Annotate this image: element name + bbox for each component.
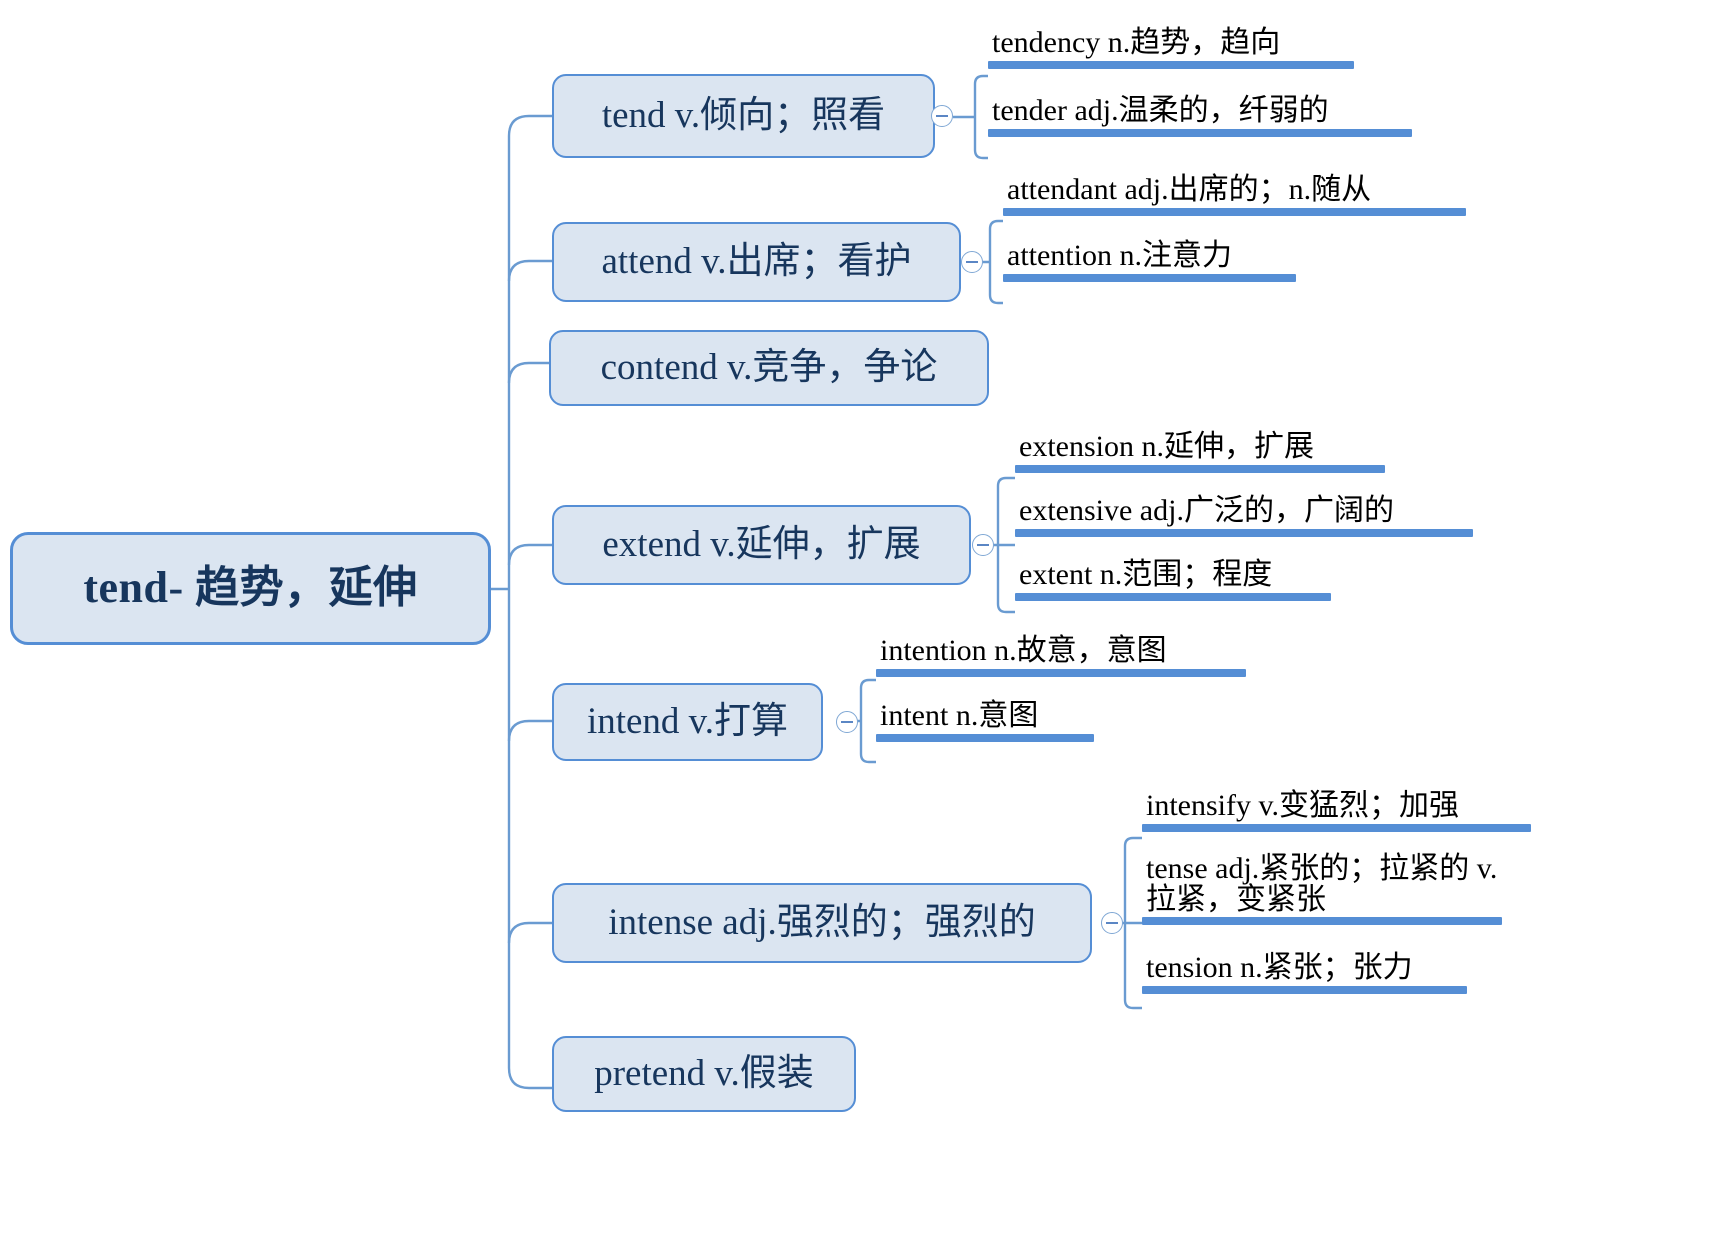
branch-node-intend-label: intend v.打算	[586, 700, 789, 742]
collapse-minus-icon-tend[interactable]	[931, 105, 953, 127]
leaf-underline-bar	[1003, 207, 1466, 216]
leaf-item-intent[interactable]: intent n.意图	[876, 700, 1094, 742]
leaf-item-tender-label: tender adj.温柔的，纤弱的	[992, 94, 1329, 127]
leaf-item-intensify[interactable]: intensify v.变猛烈；加强	[1142, 790, 1531, 832]
leaf-underline-bar	[1142, 917, 1502, 926]
branch-node-contend-label: contend v.竞争，争论	[600, 346, 938, 388]
branch-node-attend-label: attend v.出席；看护	[601, 240, 912, 282]
leaf-item-tension-label: tension n.紧张；张力	[1146, 951, 1413, 984]
collapse-minus-icon-intend[interactable]	[836, 711, 858, 733]
leaf-item-attention-label: attention n.注意力	[1007, 239, 1232, 272]
leaf-item-intent-label: intent n.意图	[880, 699, 1039, 732]
leaf-item-extent-label: extent n.范围；程度	[1019, 558, 1273, 591]
root-node[interactable]: tend- 趋势，延伸	[10, 532, 491, 645]
branch-node-intense[interactable]: intense adj.强烈的；强烈的	[552, 883, 1092, 963]
leaf-underline-bar	[876, 733, 1094, 742]
branch-node-attend[interactable]: attend v.出席；看护	[552, 222, 961, 302]
branch-node-extend-label: extend v.延伸，扩展	[602, 523, 921, 565]
leaf-item-tense[interactable]: tense adj.紧张的；拉紧的 v.拉紧，变紧张	[1142, 852, 1502, 926]
leaf-item-extent[interactable]: extent n.范围；程度	[1015, 559, 1331, 601]
leaf-underline-bar	[1003, 273, 1296, 282]
leaf-item-tendency-label: tendency n.趋势，趋向	[992, 26, 1281, 59]
leaf-item-tension[interactable]: tension n.紧张；张力	[1142, 952, 1467, 994]
leaf-underline-bar	[988, 60, 1354, 69]
branch-node-intend[interactable]: intend v.打算	[552, 683, 823, 761]
leaf-item-extensive[interactable]: extensive adj.广泛的，广阔的	[1015, 495, 1473, 537]
leaf-item-attendant[interactable]: attendant adj.出席的；n.随从	[1003, 174, 1466, 216]
leaf-item-intensify-label: intensify v.变猛烈；加强	[1146, 789, 1460, 822]
leaf-underline-bar	[1142, 985, 1467, 994]
branch-node-pretend[interactable]: pretend v.假装	[552, 1036, 856, 1112]
leaf-underline-bar	[988, 128, 1412, 137]
collapse-minus-icon-intense[interactable]	[1101, 912, 1123, 934]
root-node-label: tend- 趋势，延伸	[83, 563, 418, 613]
leaf-item-tender[interactable]: tender adj.温柔的，纤弱的	[988, 95, 1412, 137]
leaf-item-extension-label: extension n.延伸，扩展	[1019, 430, 1314, 463]
leaf-underline-bar	[1142, 823, 1531, 832]
branch-node-contend[interactable]: contend v.竞争，争论	[549, 330, 989, 406]
leaf-underline-bar	[1015, 528, 1473, 537]
leaf-item-intention-label: intention n.故意，意图	[880, 634, 1167, 667]
branch-node-tend[interactable]: tend v.倾向；照看	[552, 74, 935, 158]
branch-node-tend-label: tend v.倾向；照看	[601, 94, 886, 136]
branch-node-pretend-label: pretend v.假装	[594, 1052, 814, 1094]
leaf-item-attention[interactable]: attention n.注意力	[1003, 240, 1296, 282]
leaf-item-tendency[interactable]: tendency n.趋势，趋向	[988, 27, 1354, 69]
leaf-item-attendant-label: attendant adj.出席的；n.随从	[1007, 173, 1372, 206]
leaf-item-extension[interactable]: extension n.延伸，扩展	[1015, 431, 1385, 473]
branch-node-intense-label: intense adj.强烈的；强烈的	[608, 901, 1036, 943]
collapse-minus-icon-attend[interactable]	[961, 251, 983, 273]
leaf-item-extensive-label: extensive adj.广泛的，广阔的	[1019, 494, 1394, 527]
branch-node-extend[interactable]: extend v.延伸，扩展	[552, 505, 971, 585]
collapse-minus-icon-extend[interactable]	[972, 534, 994, 556]
leaf-underline-bar	[1015, 464, 1385, 473]
leaf-underline-bar	[1015, 592, 1331, 601]
leaf-item-tense-label: tense adj.紧张的；拉紧的 v.拉紧，变紧张	[1146, 852, 1498, 916]
leaf-item-intention[interactable]: intention n.故意，意图	[876, 635, 1246, 677]
leaf-underline-bar	[876, 668, 1246, 677]
